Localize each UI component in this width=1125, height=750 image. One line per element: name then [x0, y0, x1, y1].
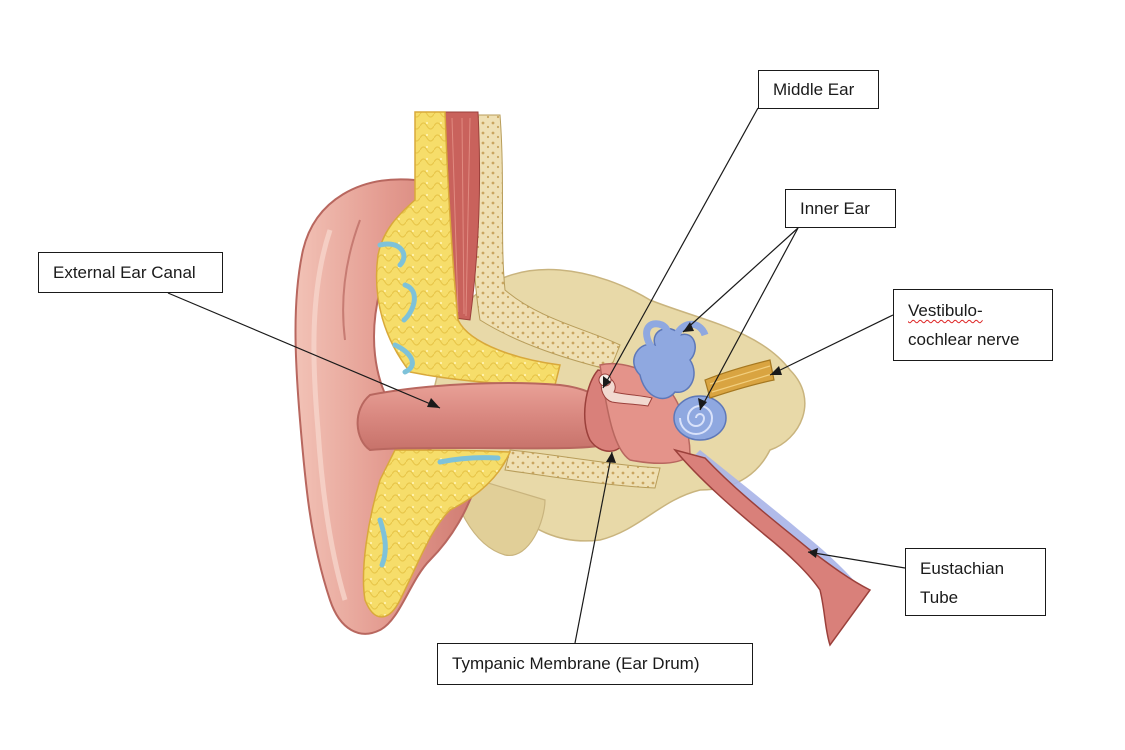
- leader-line-inner-ear-b: [699, 227, 799, 411]
- eustachian-label-line2: Tube: [920, 588, 959, 607]
- arrowhead-inner-ear-b: [698, 398, 707, 410]
- cancellous-bone-lower: [504, 449, 661, 489]
- leader-line-nerve: [769, 314, 894, 376]
- vestibulocochlear-label-line2: cochlear nerve: [908, 330, 1020, 349]
- arrowhead-tympanic: [606, 452, 616, 463]
- inner-ear-label: Inner Ear: [785, 189, 896, 228]
- leader-line-external-canal: [167, 292, 441, 409]
- tympanic-membrane-label: Tympanic Membrane (Ear Drum): [437, 643, 753, 685]
- eustachian-label-line1: Eustachian: [920, 559, 1005, 578]
- inner-ear-label-text: Inner Ear: [800, 199, 870, 218]
- leader-line-tympanic: [574, 451, 613, 644]
- leader-line-middle-ear: [602, 107, 759, 389]
- middle-ear-label: Middle Ear: [758, 70, 879, 109]
- arrowheads: [427, 322, 818, 558]
- arrowhead-inner-ear-a: [683, 322, 694, 332]
- arrowhead-nerve: [770, 366, 782, 375]
- auricular-cartilage-lower: [362, 449, 512, 618]
- eustachian-tube-label: Eustachian Tube: [905, 548, 1046, 616]
- external-ear-canal-label-text: External Ear Canal: [53, 263, 196, 282]
- arrowhead-external-canal: [427, 398, 440, 408]
- external-ear-canal: [356, 382, 606, 452]
- leader-line-inner-ear-a: [682, 227, 799, 333]
- eustachian-tube: [672, 448, 872, 647]
- ossicles: [600, 377, 653, 407]
- inner-ear: [633, 320, 727, 441]
- vestibulocochlear-nerve-label: Vestibulo- cochlear nerve: [893, 289, 1053, 361]
- vestibulocochlear-label-line1: Vestibulo-: [908, 301, 983, 320]
- leader-line-eustachian: [807, 551, 906, 569]
- leader-lines: [167, 107, 906, 644]
- external-ear-canal-label: External Ear Canal: [38, 252, 223, 293]
- arrowhead-eustachian: [808, 548, 818, 558]
- arrowhead-middle-ear: [603, 376, 611, 388]
- tympanic-membrane-label-text: Tympanic Membrane (Ear Drum): [452, 654, 700, 673]
- middle-ear-label-text: Middle Ear: [773, 80, 855, 99]
